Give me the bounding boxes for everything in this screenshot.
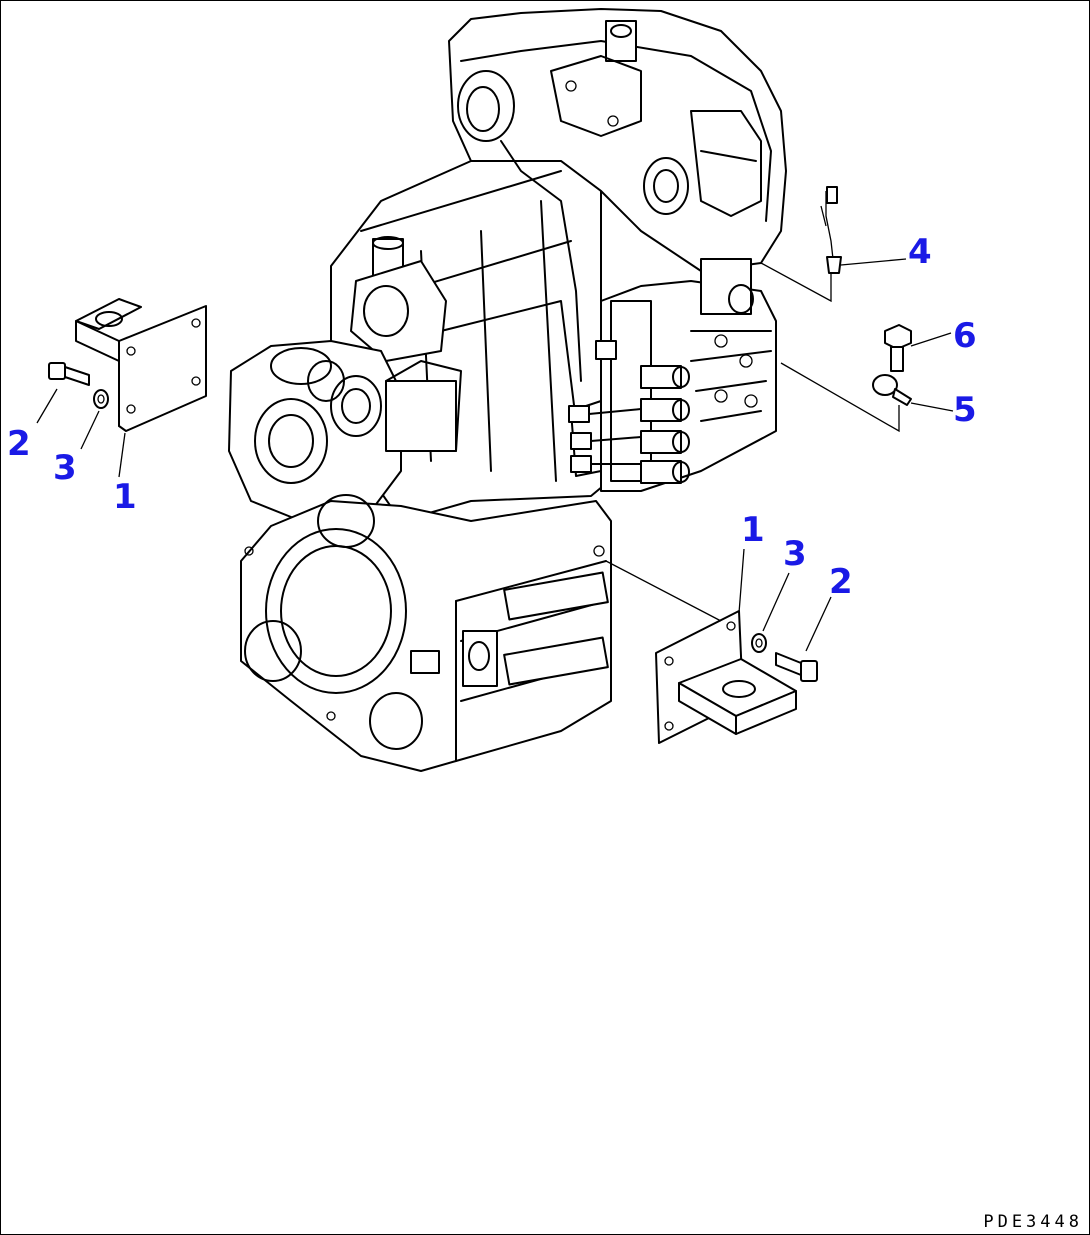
callout-sensor: 4: [908, 232, 932, 272]
callout-left-bracket: 1: [113, 477, 137, 517]
sensor-clamp-group: [760, 186, 954, 433]
callout-left-bolt: 2: [7, 424, 31, 464]
right-bracket-group: [605, 548, 832, 744]
callout-left-washer: 3: [53, 448, 77, 488]
callout-clamp-bolt: 6: [953, 316, 977, 356]
drawing-code: PDE3448: [983, 1212, 1083, 1232]
callout-right-washer: 3: [783, 534, 807, 574]
callout-right-bracket: 1: [741, 510, 765, 550]
callout-clamp: 5: [953, 390, 977, 430]
transmission-case: [228, 8, 787, 772]
callout-labels: 1 2 3 1 3 2 4 5 6: [7, 232, 977, 602]
left-bracket-group: [36, 298, 207, 478]
callout-right-bolt: 2: [829, 562, 853, 602]
